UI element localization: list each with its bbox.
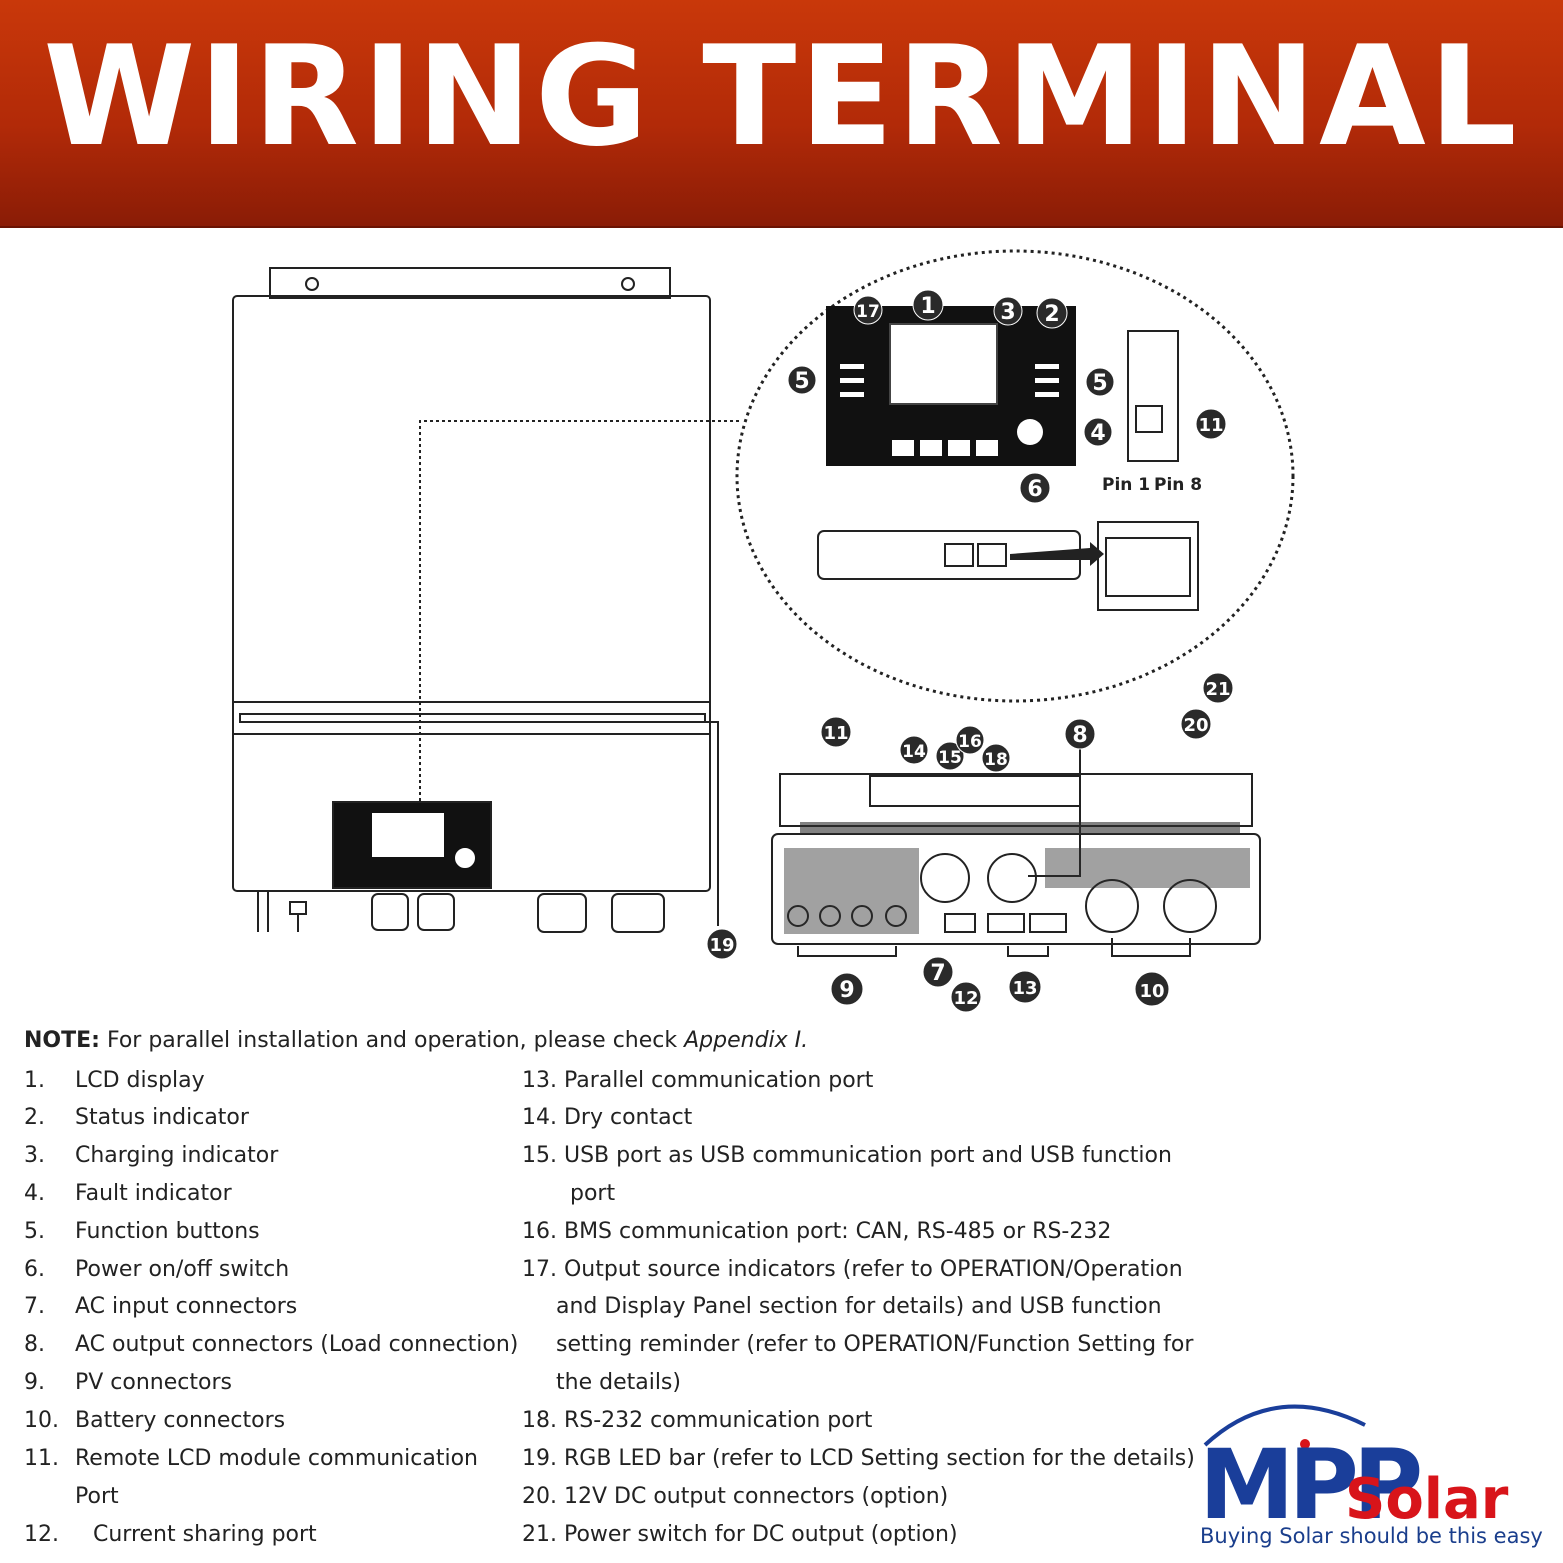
callout-markers: 1 2 3 4 5 5 6 7 8 9 10 11 11 12 13 14 15… — [706, 289, 1234, 1013]
side-view — [1127, 330, 1179, 462]
rj45-jack — [1097, 521, 1199, 611]
zoom-callout — [735, 249, 1295, 703]
callout-14: 14 — [902, 742, 926, 762]
legend-item: 16. BMS communication port: CAN, RS-485 … — [522, 1219, 1112, 1244]
legend-item: 14. Dry contact — [522, 1105, 693, 1130]
callout-11: 11 — [1198, 415, 1223, 436]
inverter-drawing: Pin 1 Pin 8 1 2 — [232, 249, 1295, 1013]
note-text: For parallel installation and operation,… — [106, 1028, 678, 1053]
logo-brand: MPP — [1199, 1429, 1420, 1541]
wiring-diagram: Pin 1 Pin 8 1 2 — [0, 226, 1563, 1026]
title-banner: WIRING TERMINAL — [0, 0, 1563, 228]
callout-4: 4 — [1090, 421, 1105, 446]
legend-item: 21. Power switch for DC output (option) — [522, 1522, 958, 1547]
legend-item: 20. 12V DC output connectors (option) — [522, 1484, 949, 1509]
mounting-bracket — [269, 267, 671, 299]
legend-item: and Display Panel section for details) a… — [556, 1294, 1162, 1319]
note-line: NOTE: For parallel installation and oper… — [24, 1028, 808, 1053]
callout-5b: 5 — [1092, 371, 1107, 396]
page-title: WIRING TERMINAL — [43, 16, 1520, 177]
logo-tagline: Buying Solar should be this easy — [1200, 1524, 1543, 1548]
callout-19: 19 — [709, 935, 734, 956]
callout-5: 5 — [794, 369, 809, 394]
legend-item: port — [570, 1181, 616, 1206]
top-ports-panel — [779, 773, 1253, 827]
note-label: NOTE: — [24, 1028, 100, 1053]
callout-9: 9 — [839, 978, 854, 1003]
callout-16: 16 — [958, 732, 982, 752]
callout-6: 6 — [1027, 477, 1042, 502]
pin1-label: Pin 1 — [1102, 475, 1150, 495]
pin8-label: Pin 8 — [1154, 475, 1202, 495]
callout-20: 20 — [1183, 715, 1208, 736]
callout-11b: 11 — [823, 723, 848, 744]
legend-item: 17. Output source indicators (refer to O… — [522, 1257, 1183, 1282]
callout-18: 18 — [984, 750, 1008, 770]
callout-8: 8 — [1072, 723, 1087, 748]
callout-1: 1 — [920, 294, 935, 319]
legend-item: 13. Parallel communication port — [522, 1068, 874, 1093]
callout-13: 13 — [1012, 978, 1037, 999]
callout-10: 10 — [1139, 981, 1164, 1002]
legend-item: 18. RS-232 communication port — [522, 1408, 873, 1433]
callout-15: 15 — [938, 748, 962, 768]
callout-7: 7 — [930, 961, 945, 986]
callout-12: 12 — [953, 988, 978, 1009]
legend-item: the details) — [556, 1370, 681, 1395]
callout-3: 3 — [1000, 300, 1015, 325]
legend-item: setting reminder (refer to OPERATION/Fun… — [556, 1332, 1194, 1357]
callout-2: 2 — [1044, 302, 1059, 327]
callout-17: 17 — [856, 302, 880, 322]
note-ref: Appendix I. — [684, 1028, 809, 1053]
logo-word: Solar — [1345, 1467, 1509, 1532]
rgb-led-bar — [239, 713, 706, 723]
callout-21: 21 — [1205, 679, 1230, 700]
legend-item: 15. USB port as USB communication port a… — [522, 1143, 1172, 1168]
mpp-solar-logo: MPP Solar — [1199, 1404, 1509, 1541]
legend-item: 19. RGB LED bar (refer to LCD Setting se… — [522, 1446, 1195, 1471]
inverter-body — [232, 295, 711, 892]
